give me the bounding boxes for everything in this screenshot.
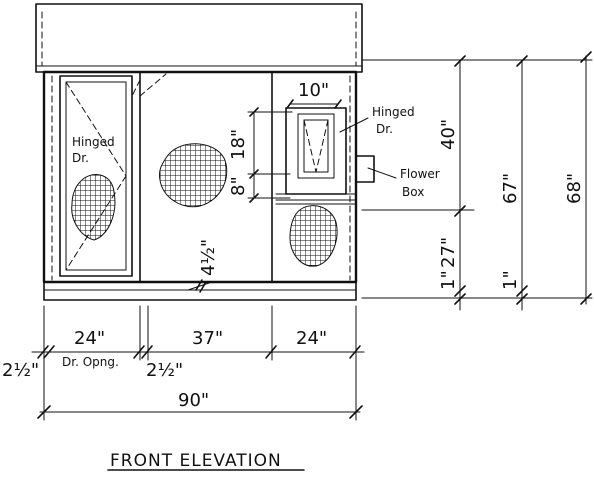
flower-box — [355, 155, 375, 183]
dim-2half-left-label: 2½" — [2, 360, 39, 381]
dr-opng-label: Dr. Opng. — [62, 355, 119, 369]
dim-67-label: 67" — [500, 173, 521, 204]
flower-box-line2: Box — [402, 185, 424, 199]
dim-40-label: 40" — [438, 119, 459, 150]
hinged-dr-leader — [339, 117, 369, 133]
hinged-dr-left-line1: Hinged — [72, 135, 115, 149]
corner-brace — [139, 73, 167, 97]
dim-37-label: 37" — [192, 328, 223, 349]
dim-bottom-horizontals — [31, 305, 365, 421]
hinged-dr-right-line1: Hinged — [372, 105, 415, 119]
dim-18-label: 18" — [228, 129, 249, 160]
right-hinged-door — [275, 107, 357, 205]
dim-right-verticals — [361, 51, 593, 311]
dim-68-label: 68" — [564, 173, 585, 204]
hinged-dr-right-line2: Dr. — [376, 122, 393, 136]
dim-1-label-a: 1" — [438, 270, 459, 290]
dim-8-label: 8" — [228, 176, 249, 196]
dim-90-label: 90" — [178, 390, 209, 411]
flower-box-leader — [367, 167, 397, 179]
roof-overhang — [35, 3, 363, 73]
dim-18-8-line — [247, 107, 293, 203]
dim-1-label-b: 1" — [500, 270, 521, 290]
dim-24-left-label: 24" — [74, 328, 105, 349]
flower-box-line1: Flower — [400, 167, 440, 181]
dim-10-line — [286, 99, 342, 109]
dim-10-label: 10" — [298, 80, 329, 101]
mesh-panel-left — [71, 174, 116, 241]
dim-2half-right-label: 2½" — [146, 360, 183, 381]
mesh-panel-center — [159, 143, 228, 208]
dim-24-right-label: 24" — [296, 328, 327, 349]
dim-4half-label: 4½" — [198, 239, 219, 276]
mesh-panel-right — [289, 205, 338, 267]
hinged-dr-left-line2: Dr. — [72, 151, 89, 165]
dim-27-label: 27" — [438, 237, 459, 268]
drawing-title: FRONT ELEVATION — [110, 451, 282, 471]
dim-4half-line — [187, 279, 213, 293]
